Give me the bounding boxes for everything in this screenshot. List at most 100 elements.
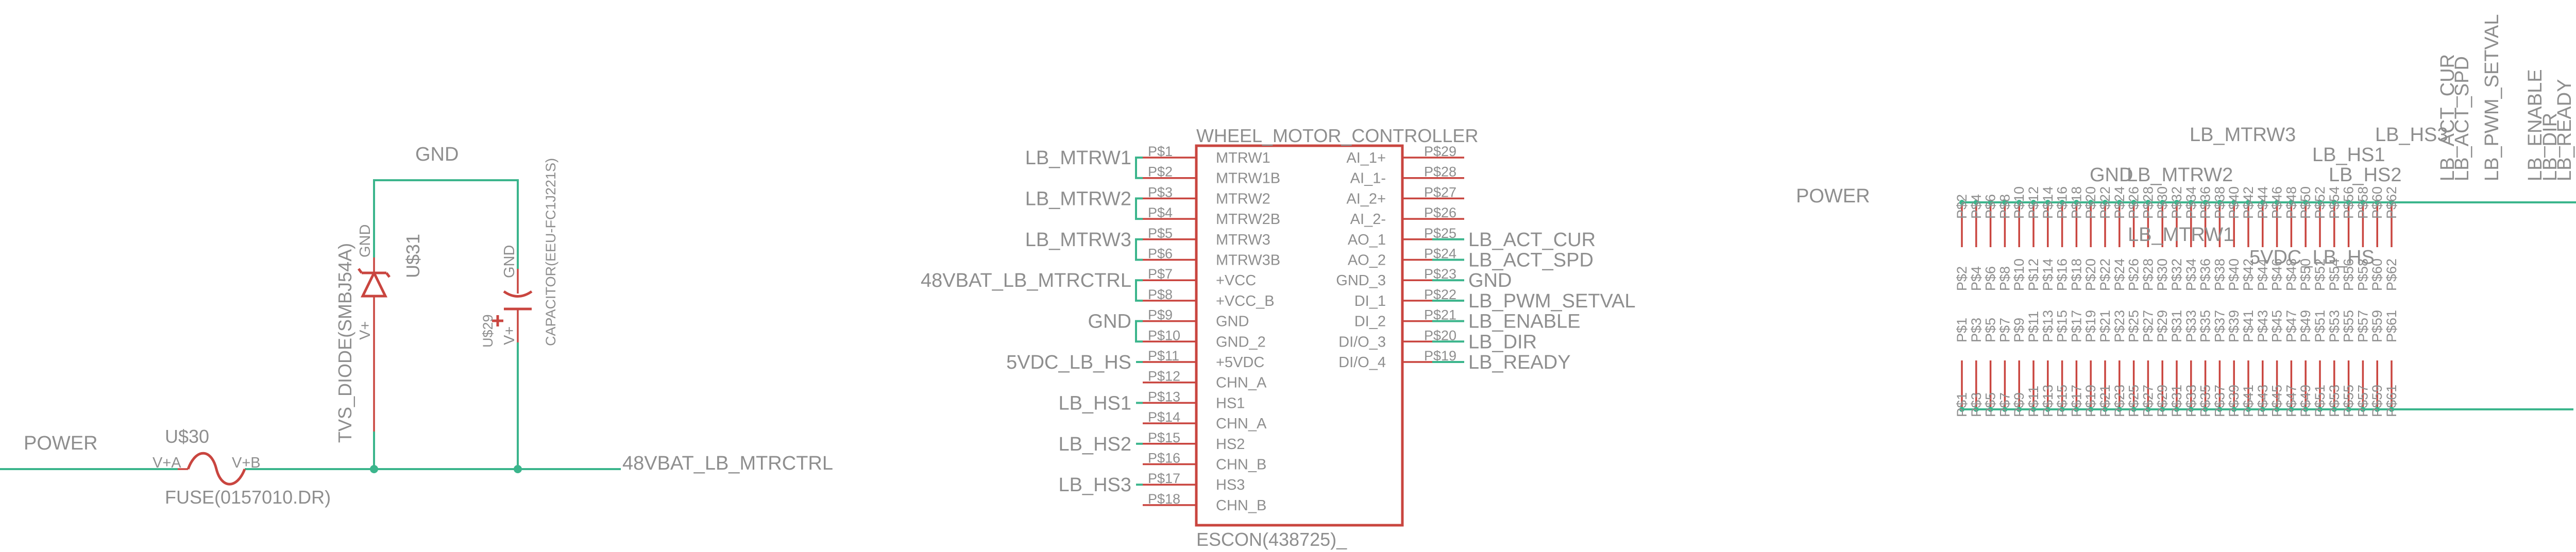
header-pin-number-mid-top: P$18 <box>2069 258 2084 291</box>
header-net-label: LB_MTRW1 <box>2128 224 2234 246</box>
header-pin-number-mid-bottom: P$37 <box>2212 310 2227 342</box>
header-net-label: LB_MTRW2 <box>2127 164 2233 186</box>
controller-pin-name: +5VDC <box>1216 354 1264 371</box>
header-pin-number-mid-bottom: P$17 <box>2069 310 2084 342</box>
header-pin-number-top: P$56 <box>2341 186 2357 219</box>
header-junction-bottom <box>2274 407 2280 412</box>
controller-pin-number: P$4 <box>1148 205 1173 220</box>
header-pin-number-bottom: P$11 <box>2026 386 2041 417</box>
header-pin-number-mid-bottom: P$19 <box>2083 310 2098 342</box>
header-pin-number-mid-top: P$50 <box>2298 258 2313 291</box>
header-junction-top <box>2303 200 2309 205</box>
controller-pin-number: P$17 <box>1148 471 1180 486</box>
header-junction-top <box>2103 200 2108 205</box>
header-junction-top <box>2016 200 2022 205</box>
header-junction-bottom <box>2217 407 2223 412</box>
controller-pin-name: AI_1- <box>1350 170 1386 187</box>
controller-left-net-label: LB_MTRW1 <box>1025 147 1131 169</box>
fuse-value: FUSE(0157010.DR) <box>165 487 331 508</box>
controller-pin-number: P$15 <box>1148 430 1180 445</box>
cap-pin-vplus: V+ <box>501 326 518 345</box>
header-junction-bottom <box>2246 407 2251 412</box>
controller-value: ESCON(438725)_ <box>1196 529 1347 550</box>
header-pin-number-mid-bottom: P$51 <box>2312 310 2328 342</box>
header-pin-number-mid-bottom: P$23 <box>2112 310 2127 342</box>
header-pins: P$2P$2P$1P$1P$4P$4P$3P$3P$6P$6P$5P$5P$8P… <box>1954 186 2399 417</box>
controller-net-label: LB_DIR <box>1468 331 1537 353</box>
controller-net-bridge <box>1135 238 1143 261</box>
header-pin-number-mid-top: P$38 <box>2212 258 2227 291</box>
controller-pin-number: P$27 <box>1424 184 1456 200</box>
header-pin-number-top: P$10 <box>2011 186 2027 219</box>
header-pin-number-top: P$58 <box>2355 186 2370 219</box>
header-junction-bottom <box>2202 407 2208 412</box>
header-junction-top <box>2031 200 2036 205</box>
header-pin-number-top: P$36 <box>2198 186 2213 219</box>
header-junction-bottom <box>2360 407 2366 412</box>
header-pin-number-bottom: P$31 <box>2169 385 2184 417</box>
header-pin-number-bottom: P$55 <box>2341 385 2357 417</box>
controller-pin-name: AI_2- <box>1350 211 1386 228</box>
controller-pin-name: DI/O_4 <box>1338 354 1386 371</box>
header-junction-top <box>2116 200 2122 205</box>
header-net-label: LB_ACT_CUR <box>2437 54 2459 181</box>
cap-ref: U$29 <box>480 314 496 348</box>
header-pin-number-mid-top: P$28 <box>2140 258 2156 291</box>
header-pin-number-bottom: P$43 <box>2255 385 2270 417</box>
header-net-label: LB_HS1 <box>2312 144 2385 166</box>
header-pin-number-mid-bottom: P$29 <box>2155 310 2170 342</box>
header-pin-number-mid-top: P$26 <box>2126 258 2142 291</box>
header-net-label: LB_HS3 <box>2375 124 2448 146</box>
header-pin-number-mid-bottom: P$25 <box>2126 310 2142 342</box>
controller-pin-number: P$5 <box>1148 226 1173 241</box>
header-pin-number-mid-top: P$42 <box>2241 258 2256 291</box>
header-pin-number-bottom: P$25 <box>2126 385 2142 417</box>
header-junction-bottom <box>2188 407 2194 412</box>
controller-net-bridge <box>1135 197 1143 220</box>
header-junction-bottom <box>2303 407 2309 412</box>
header-pin-number-mid-top: P$12 <box>2026 258 2041 291</box>
header-pin-number-bottom: P$9 <box>2011 392 2027 417</box>
header-junction-top <box>2231 200 2237 205</box>
header-pin-number-bottom: P$59 <box>2369 385 2385 417</box>
header-junction-top <box>2346 200 2351 205</box>
header-junction-bottom <box>2145 407 2151 412</box>
controller-pin-name: MTRW1B <box>1216 170 1280 187</box>
header-pin-number-bottom: P$39 <box>2226 385 2242 417</box>
cap-pin-gnd: GND <box>501 245 518 278</box>
header-junction-bottom <box>2260 407 2265 412</box>
header-pin-number-top: P$52 <box>2312 186 2328 219</box>
controller-net-label: LB_READY <box>1468 352 1571 373</box>
header-pin-number-bottom: P$17 <box>2069 385 2084 417</box>
header-junction-bottom <box>2131 407 2137 412</box>
motor-controller-section: WHEEL_MOTOR_CONTROLLER ESCON(438725)_ P$… <box>921 125 1636 550</box>
controller-pin-name: AO_2 <box>1348 252 1386 269</box>
header-pin-number-bottom: P$29 <box>2155 385 2170 417</box>
header-junction-bottom <box>2088 407 2094 412</box>
header-pin-number-mid-bottom: P$5 <box>1983 318 1998 342</box>
header-pin-number-top: P$4 <box>1969 194 1984 219</box>
controller-pin-name: CHN_B <box>1216 497 1266 514</box>
controller-pin-number: P$13 <box>1148 389 1180 404</box>
header-junction-top <box>2217 200 2223 205</box>
header-junction-bottom <box>2160 407 2165 412</box>
header-pin-number-mid-bottom: P$9 <box>2011 318 2027 342</box>
header-pin-number-bottom: P$21 <box>2097 385 2113 417</box>
header-pin-number-bottom: P$23 <box>2112 385 2127 417</box>
header-junction-top <box>2389 200 2394 205</box>
header-junction-bottom <box>2231 407 2237 412</box>
cap-value: CAPACITOR(EEU-FC1J221S) <box>543 158 558 346</box>
header-pin-number-mid-top: P$34 <box>2183 258 2199 291</box>
header-pin-number-mid-top: P$48 <box>2283 258 2299 291</box>
header-pin-number-bottom: P$51 <box>2312 385 2328 417</box>
controller-net-bridge <box>1135 279 1143 302</box>
controller-pin-name: MTRW3B <box>1216 252 1280 269</box>
header-pin-number-bottom: P$1 <box>1954 392 1970 417</box>
header-junction-top <box>2074 200 2079 205</box>
header-pin-number-bottom: P$45 <box>2269 385 2285 417</box>
header-net-label: LB_HS2 <box>2329 164 2402 186</box>
header-net-label: LB_READY <box>2554 79 2575 181</box>
header-pin-number-mid-top: P$2 <box>1954 266 1970 291</box>
